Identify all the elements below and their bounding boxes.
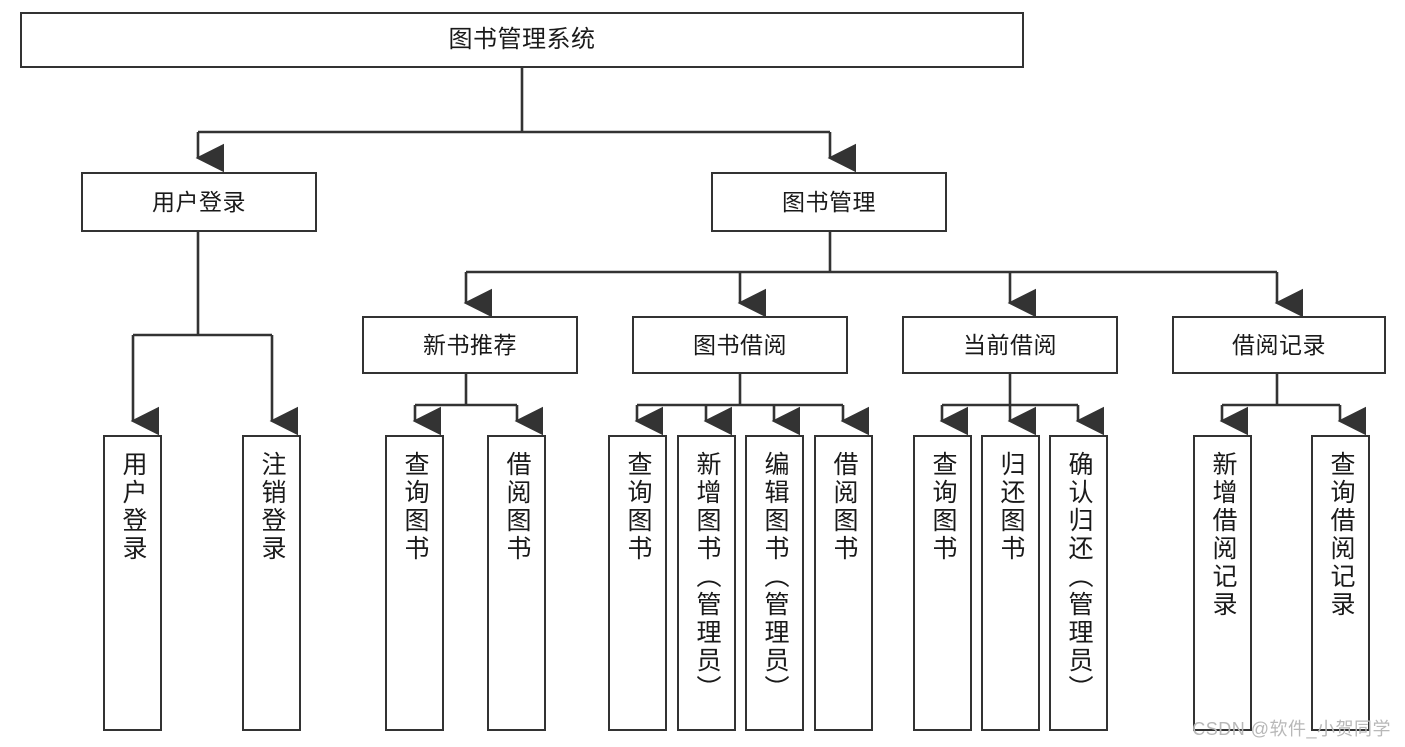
node-label: 注销登录 — [258, 451, 286, 563]
node-label: 当前借阅 — [963, 331, 1057, 358]
node-label: 新书推荐 — [423, 331, 517, 358]
leaf-add-book-admin[interactable]: 新增图书（管理员） — [677, 435, 736, 731]
leaf-user-login[interactable]: 用户登录 — [103, 435, 162, 731]
node-label: 查询借阅记录 — [1327, 451, 1355, 619]
node-label: 查询图书 — [401, 451, 429, 563]
node-label: 图书管理 — [782, 188, 876, 215]
leaf-add-borrow-record[interactable]: 新增借阅记录 — [1193, 435, 1252, 731]
node-label: 用户登录 — [152, 188, 246, 215]
node-label: 查询图书 — [929, 451, 957, 563]
leaf-query-books-recommend[interactable]: 查询图书 — [385, 435, 444, 731]
node-label: 图书管理系统 — [448, 26, 596, 54]
node-label: 借阅图书 — [503, 451, 531, 563]
node-label: 编辑图书（管理员） — [761, 451, 789, 703]
leaf-borrow-books-recommend[interactable]: 借阅图书 — [487, 435, 546, 731]
node-new-book-recommendation[interactable]: 新书推荐 — [362, 316, 578, 374]
node-label: 新增借阅记录 — [1209, 451, 1237, 619]
leaf-query-books-current[interactable]: 查询图书 — [913, 435, 972, 731]
node-book-borrowing[interactable]: 图书借阅 — [632, 316, 848, 374]
leaf-query-borrow-record[interactable]: 查询借阅记录 — [1311, 435, 1370, 731]
node-label: 查询图书 — [624, 451, 652, 563]
node-current-borrowing[interactable]: 当前借阅 — [902, 316, 1118, 374]
leaf-edit-book-admin[interactable]: 编辑图书（管理员） — [745, 435, 804, 731]
node-borrow-records[interactable]: 借阅记录 — [1172, 316, 1386, 374]
node-label: 借阅记录 — [1232, 331, 1326, 358]
watermark: CSDN @软件_小贺同学 — [1192, 719, 1391, 739]
node-label: 新增图书（管理员） — [693, 451, 721, 703]
node-label: 图书借阅 — [693, 331, 787, 358]
node-label: 用户登录 — [119, 451, 147, 563]
node-label: 确认归还（管理员） — [1065, 451, 1093, 703]
leaf-query-books-borrow[interactable]: 查询图书 — [608, 435, 667, 731]
node-root-book-management-system[interactable]: 图书管理系统 — [20, 12, 1024, 68]
leaf-return-books[interactable]: 归还图书 — [981, 435, 1040, 731]
leaf-logout[interactable]: 注销登录 — [242, 435, 301, 731]
leaf-confirm-return-admin[interactable]: 确认归还（管理员） — [1049, 435, 1108, 731]
node-label: 归还图书 — [997, 451, 1025, 563]
leaf-borrow-books[interactable]: 借阅图书 — [814, 435, 873, 731]
node-label: 借阅图书 — [830, 451, 858, 563]
node-book-management[interactable]: 图书管理 — [711, 172, 947, 232]
node-user-login[interactable]: 用户登录 — [81, 172, 317, 232]
